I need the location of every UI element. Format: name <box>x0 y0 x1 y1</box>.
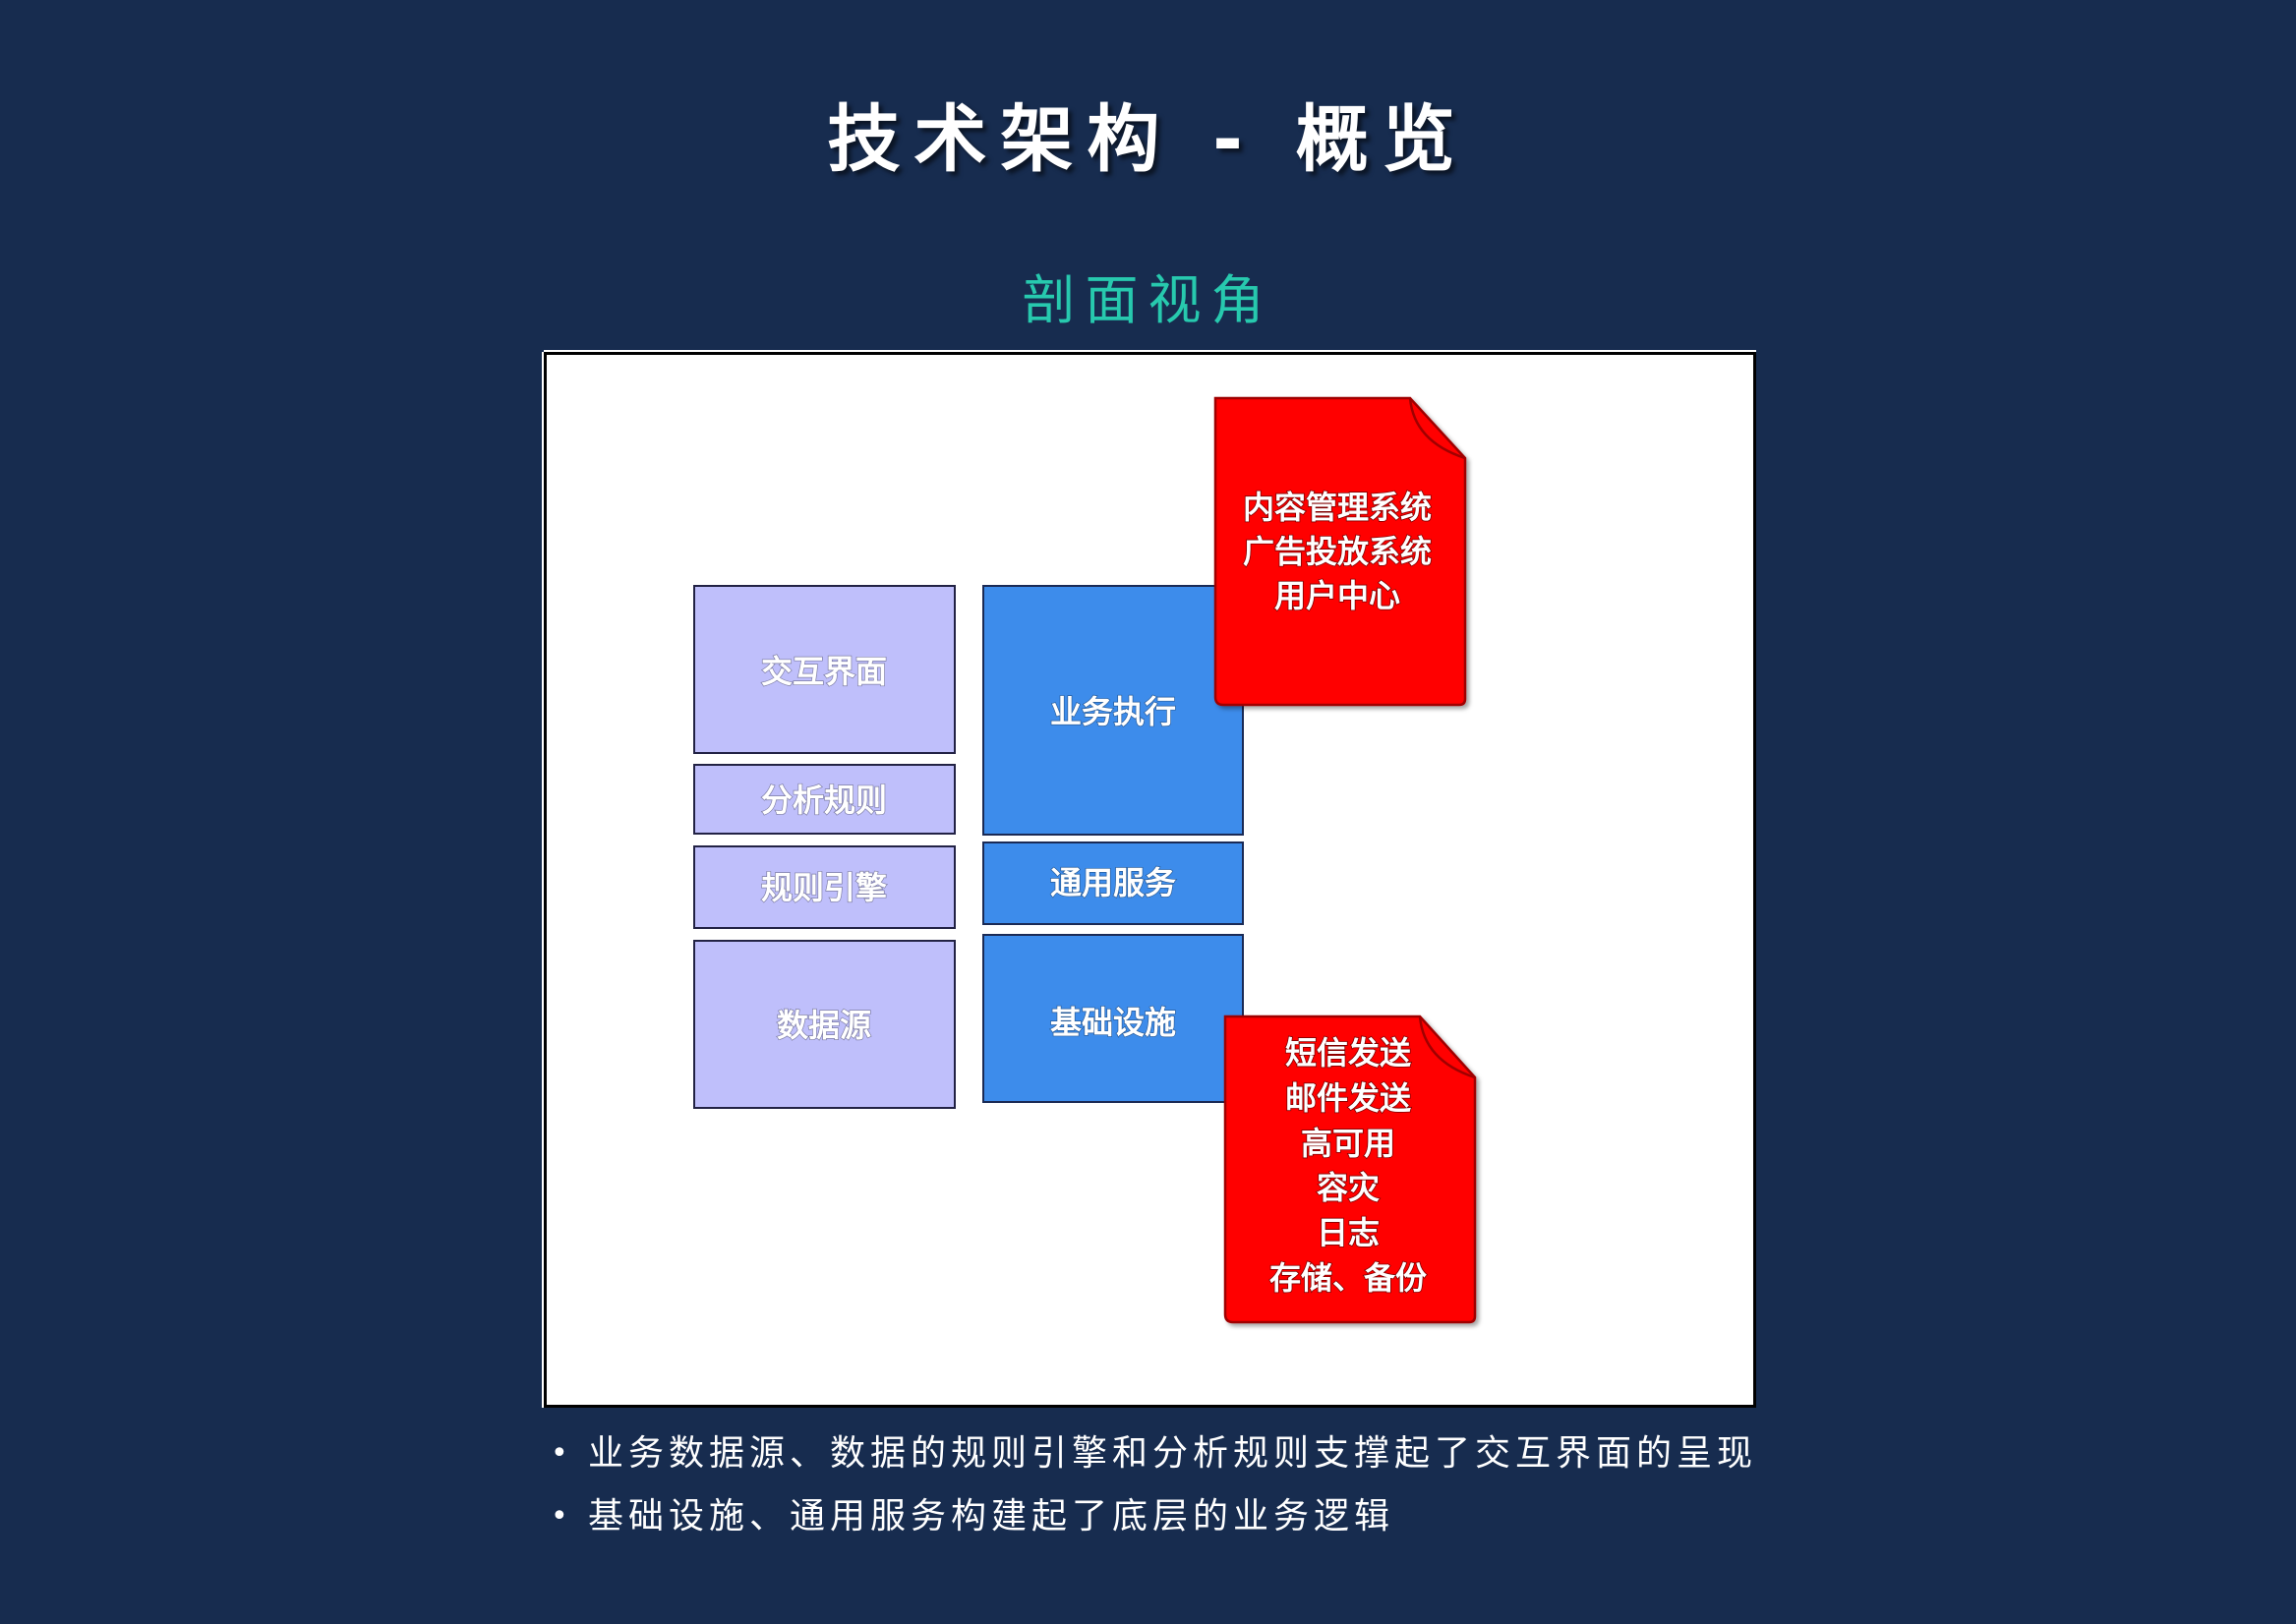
bullet-item: • 业务数据源、数据的规则引擎和分析规则支撑起了交互界面的呈现 <box>547 1422 1757 1485</box>
analysis-rules-label: 分析规则 <box>761 782 887 819</box>
rule-engine-label: 规则引擎 <box>761 869 887 906</box>
business-systems-note: 内容管理系统 广告投放系统 用户中心 <box>1213 396 1467 707</box>
bullet-text: 业务数据源、数据的规则引擎和分析规则支撑起了交互界面的呈现 <box>588 1433 1758 1474</box>
slide-title: 技术架构 - 概览 <box>827 97 1469 182</box>
analysis-rules-box <box>693 764 956 835</box>
business-execution-label: 业务执行 <box>1050 693 1176 730</box>
right-column-boxes: 业务执行 通用服务 基础设施 <box>982 585 1244 1103</box>
section-subtitle: 剖面视角 <box>1022 269 1274 331</box>
interaction-ui-box <box>693 585 956 754</box>
infrastructure-box <box>982 934 1244 1103</box>
infrastructure-services-line-4: 容灾 <box>1317 1169 1380 1206</box>
infrastructure-services-line-3: 高可用 <box>1301 1125 1395 1162</box>
infrastructure-services-line-6: 存储、备份 <box>1269 1259 1427 1297</box>
data-source-box <box>693 940 956 1109</box>
infrastructure-services-note-fold <box>1418 1015 1476 1079</box>
infrastructure-services-line-5: 日志 <box>1317 1214 1380 1251</box>
bullet-dot-icon: • <box>551 1499 573 1534</box>
infrastructure-services-note: 短信发送 邮件发送 高可用 容灾 日志 存储、备份 <box>1223 1015 1477 1324</box>
infrastructure-services-line-2: 邮件发送 <box>1285 1079 1411 1117</box>
interaction-ui-label: 交互界面 <box>761 653 887 690</box>
business-execution-box <box>982 585 1244 836</box>
architecture-diagram: 交互界面 分析规则 规则引擎 数据源 业务执行 通用服务 基础设施 内容管理系统… <box>693 396 1477 1324</box>
rule-engine-box <box>693 845 956 929</box>
left-column-boxes: 交互界面 分析规则 规则引擎 数据源 <box>693 585 956 1109</box>
bullet-item: • 基础设施、通用服务构建起了底层的业务逻辑 <box>547 1485 1757 1548</box>
business-systems-note-fold <box>1408 397 1466 460</box>
business-systems-note-shape <box>1213 396 1467 707</box>
bullet-dot-icon: • <box>551 1436 573 1471</box>
infrastructure-services-note-shape <box>1223 1015 1477 1324</box>
infrastructure-label: 基础设施 <box>1050 1004 1176 1041</box>
business-systems-line-1: 内容管理系统 <box>1243 489 1432 526</box>
infrastructure-services-line-1: 短信发送 <box>1285 1034 1411 1072</box>
business-systems-line-2: 广告投放系统 <box>1243 533 1432 570</box>
common-services-label: 通用服务 <box>1050 864 1176 901</box>
bullet-list: • 业务数据源、数据的规则引擎和分析规则支撑起了交互界面的呈现 • 基础设施、通用服… <box>547 1422 1757 1548</box>
data-source-label: 数据源 <box>777 1007 871 1044</box>
bullet-text: 基础设施、通用服务构建起了底层的业务逻辑 <box>588 1496 1395 1537</box>
diagram-frame: 交互界面 分析规则 规则引擎 数据源 业务执行 通用服务 基础设施 内容管理系统… <box>544 352 1756 1408</box>
common-services-box <box>982 841 1244 925</box>
business-systems-line-3: 用户中心 <box>1274 577 1400 614</box>
